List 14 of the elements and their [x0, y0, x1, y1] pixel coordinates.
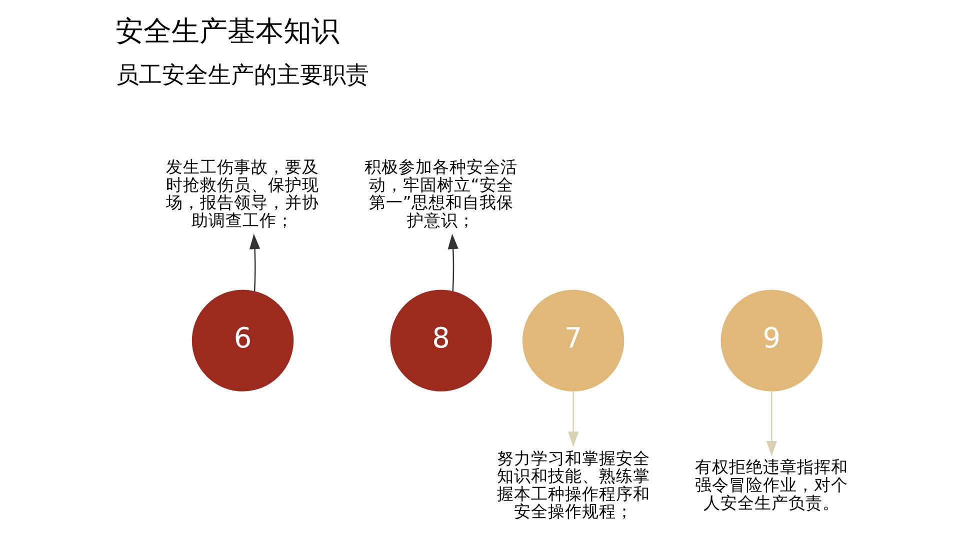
- node-text: 积极参加各种安全活动，牢固树立“安全第一”思想和自我保护意识；: [364, 158, 518, 230]
- arrow: [766, 391, 776, 456]
- node-circle: 9: [720, 290, 822, 392]
- diagram-title: 安全生产基本知识: [115, 14, 339, 48]
- node-circle: 6: [191, 290, 294, 392]
- arrow: [567, 391, 578, 447]
- arrow: [248, 234, 260, 292]
- node-text: 努力学习和掌握安全知识和技能、熟练掌握本工种操作程序和安全操作规程；: [496, 448, 650, 522]
- arrow: [447, 234, 458, 292]
- node-circle: 8: [390, 290, 492, 392]
- label: 员工安全生产的主要职责: [116, 62, 369, 88]
- node-circle: 7: [522, 290, 624, 392]
- node-text: 发生工伤事故，要及时抢救伤员、保护现场，报告领导，并协助调查工作；: [166, 158, 319, 230]
- node-text: 有权拒绝违章指挥和强令冒险作业，对个人安全生产负责。: [694, 458, 848, 512]
